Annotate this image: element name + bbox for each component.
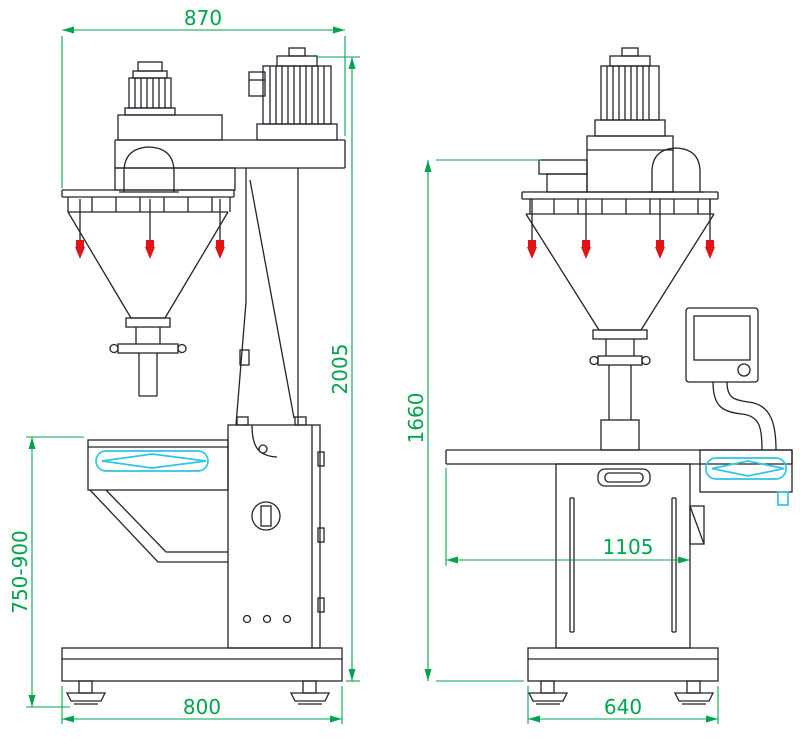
hmi-screen <box>693 315 751 361</box>
dimension-base-width: 640 <box>527 686 719 724</box>
dim-label-800: 800 <box>183 695 221 719</box>
front-leveling-feet <box>527 680 715 705</box>
side-conveyor-frame <box>87 439 229 563</box>
dimension-discharge-height: 750-900 <box>8 436 84 708</box>
side-leveling-feet <box>65 680 331 705</box>
side-clamps <box>75 240 225 259</box>
button <box>262 614 272 624</box>
side-discharge-tube <box>109 317 187 397</box>
front-discharge-tube <box>589 329 651 451</box>
side-auger-motor <box>248 47 338 141</box>
front-base-frame <box>527 647 719 682</box>
button <box>282 614 292 624</box>
hmi-arm <box>712 381 763 451</box>
dimension-overall-height: 2005 <box>316 56 360 682</box>
dim-label-640: 640 <box>604 695 642 719</box>
dim-label-870: 870 <box>184 6 222 30</box>
dimension-base-depth: 800 <box>61 686 343 724</box>
dim-label-1105: 1105 <box>603 535 654 559</box>
front-head-assembly <box>538 135 704 193</box>
hmi-panel <box>685 307 777 451</box>
front-hopper-ring <box>521 191 719 240</box>
side-support-column <box>235 168 299 458</box>
front-view: 1660 1105 640 <box>404 47 793 724</box>
side-conveyor-belt-highlight <box>95 450 209 472</box>
dimension-working-height: 1660 <box>404 159 541 682</box>
dimension-top-width: 870 <box>61 6 346 188</box>
dimension-table-width: 1105 <box>445 468 690 566</box>
dim-label-750-900: 750-900 <box>8 530 32 614</box>
dim-label-2005: 2005 <box>328 344 352 395</box>
side-view: 870 2005 750-900 800 <box>8 6 360 724</box>
dim-label-1660: 1660 <box>404 393 428 444</box>
side-hopper-cone <box>67 211 229 319</box>
power-switch-knob <box>260 505 272 527</box>
bell-dome <box>123 146 175 192</box>
front-conveyor-frame <box>699 449 793 493</box>
side-head-assembly <box>114 114 346 193</box>
button <box>242 614 252 624</box>
hmi-button <box>737 363 751 377</box>
drawer-handle <box>597 468 651 487</box>
side-base-frame <box>61 647 343 682</box>
front-auger-motor <box>594 47 666 137</box>
side-hopper-ring <box>61 189 235 240</box>
front-conveyor-belt-highlight <box>705 457 789 506</box>
side-agitator-motor <box>124 61 176 116</box>
power-switch <box>251 501 281 531</box>
front-clamps <box>527 240 715 259</box>
bell-dome <box>651 147 701 192</box>
side-cabinet-body <box>227 416 325 649</box>
